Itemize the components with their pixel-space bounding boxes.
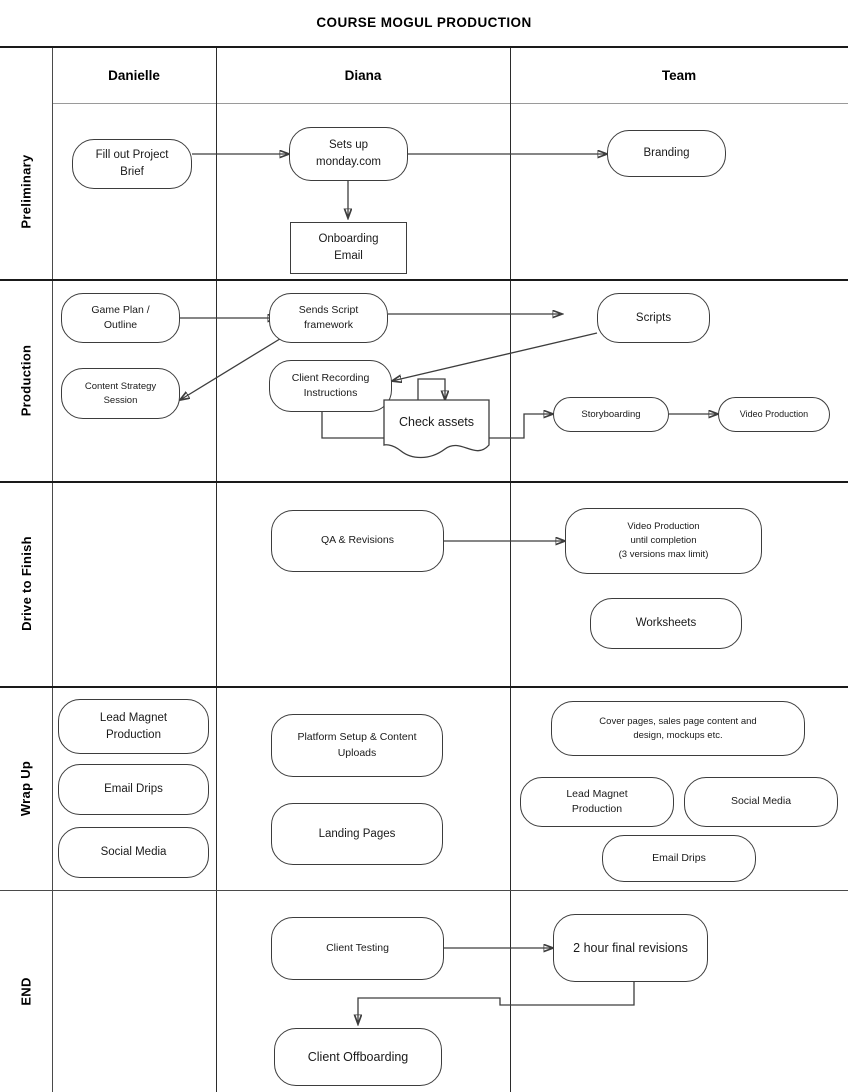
edge-client-recording-to-check-assets xyxy=(321,412,384,439)
node-game-plan-outline[interactable]: Game Plan /Outline xyxy=(61,293,180,343)
lane-divider-wrapup-end xyxy=(0,890,848,891)
node-qa-and-revisions[interactable]: QA & Revisions xyxy=(271,510,444,572)
column-header-diana: Diana xyxy=(344,68,382,83)
page-title: COURSE MOGUL PRODUCTION xyxy=(316,15,532,30)
column-divider-lane-label xyxy=(52,48,53,1092)
node-worksheets[interactable]: Worksheets xyxy=(590,598,742,649)
node-social-media-danielle[interactable]: Social Media xyxy=(58,827,209,878)
lane-divider-preliminary-production xyxy=(0,279,848,281)
node-email-drips-danielle[interactable]: Email Drips xyxy=(58,764,209,815)
node-client-testing[interactable]: Client Testing xyxy=(271,917,444,980)
edge-final-revisions-to-client-offboarding xyxy=(358,982,635,1024)
lane-label-production-text: Production xyxy=(18,344,34,416)
node-two-hour-final-revisions[interactable]: 2 hour final revisions xyxy=(553,914,708,982)
column-divider-diana-team xyxy=(510,48,511,1092)
column-header-team: Team xyxy=(661,68,697,83)
node-email-drips-team[interactable]: Email Drips xyxy=(602,835,756,882)
lane-label-drive-to-finish: Drive to Finish xyxy=(0,481,52,686)
lane-label-wrap-up: Wrap Up xyxy=(0,686,52,890)
edge-check-assets-to-storyboarding xyxy=(489,414,553,439)
lane-label-production: Production xyxy=(0,279,52,481)
column-divider-danielle-diana xyxy=(216,48,217,1092)
node-scripts[interactable]: Scripts xyxy=(597,293,710,343)
lane-label-end-text: END xyxy=(18,976,34,1006)
check-assets-document-shape xyxy=(383,399,490,459)
node-client-offboarding[interactable]: Client Offboarding xyxy=(274,1028,442,1086)
lane-label-drive-to-finish-text: Drive to Finish xyxy=(18,536,34,631)
node-check-assets[interactable]: Check assets xyxy=(383,399,490,459)
node-storyboarding[interactable]: Storyboarding xyxy=(553,397,669,432)
node-landing-pages[interactable]: Landing Pages xyxy=(271,803,443,865)
lane-label-end: END xyxy=(0,890,52,1092)
lane-label-preliminary-text: Preliminary xyxy=(18,154,34,229)
node-branding[interactable]: Branding xyxy=(607,130,726,177)
column-header-danielle: Danielle xyxy=(108,68,160,83)
lane-divider-production-drive xyxy=(0,481,848,483)
header-underline xyxy=(52,103,848,104)
node-video-production[interactable]: Video Production xyxy=(718,397,830,432)
lane-label-wrap-up-text: Wrap Up xyxy=(18,760,34,816)
lane-divider-drive-wrapup xyxy=(0,686,848,688)
lane-label-preliminary: Preliminary xyxy=(0,104,52,279)
node-social-media-team[interactable]: Social Media xyxy=(684,777,838,827)
edge-scripts-to-client-recording xyxy=(392,332,598,381)
edge-check-assets-self-loop xyxy=(417,378,445,400)
diagram-title-bar: COURSE MOGUL PRODUCTION xyxy=(0,0,848,48)
